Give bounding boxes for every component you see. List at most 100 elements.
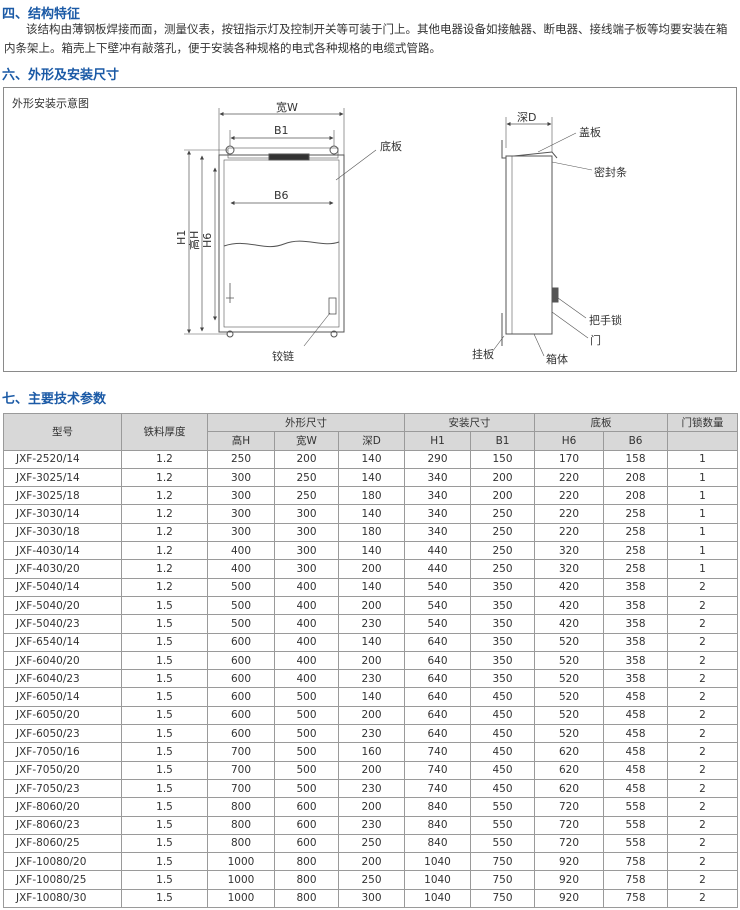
table-cell: 140	[337, 504, 406, 524]
table-cell: 300	[207, 467, 275, 488]
table-cell: 200	[337, 559, 406, 579]
table-cell: 500	[274, 760, 339, 780]
table-cell: 758	[603, 888, 669, 909]
table-cell: 1040	[404, 888, 472, 909]
table-cell: 258	[603, 522, 669, 543]
table-cell: 340	[404, 486, 472, 506]
table-cell: JXF-3025/18	[3, 486, 122, 506]
table-cell: 300	[207, 486, 275, 506]
table-cell: 358	[603, 632, 669, 652]
table-cell: 1000	[207, 888, 275, 909]
table-cell: 1.5	[121, 760, 208, 780]
table-cell: 500	[274, 724, 339, 744]
table-cell: 740	[404, 760, 472, 780]
table-cell: 550	[470, 815, 536, 835]
table-cell: 1.5	[121, 724, 208, 744]
table-cell: 1.5	[121, 632, 208, 652]
table-cell: 1	[667, 522, 739, 543]
table-cell: 840	[404, 833, 472, 854]
table-cell: 1040	[404, 852, 472, 872]
table-cell: 640	[404, 632, 472, 652]
table-cell: JXF-4030/14	[3, 541, 122, 561]
table-cell: JXF-3030/14	[3, 504, 122, 524]
table-cell: 350	[470, 650, 536, 671]
table-cell: 1.5	[121, 815, 208, 835]
table-cell: 600	[274, 797, 339, 817]
table-cell: 200	[337, 760, 406, 780]
table-cell: 458	[603, 742, 669, 762]
table-cell: 600	[207, 724, 275, 744]
table-cell: 230	[337, 614, 406, 634]
table-cell: 440	[404, 541, 472, 561]
table-cell: 300	[207, 522, 275, 543]
table-cell: 500	[274, 705, 339, 726]
header-locks: 门锁数量	[667, 412, 739, 433]
table-cell: 520	[534, 669, 605, 689]
table-cell: 2	[667, 742, 739, 762]
table-cell: 1.5	[121, 833, 208, 854]
table-cell: 350	[470, 632, 536, 652]
table-cell: 300	[337, 888, 406, 909]
table-cell: 2	[667, 760, 739, 780]
table-cell: 2	[667, 815, 739, 835]
label-depth: 深D	[517, 111, 536, 124]
label-cover: 盖板	[579, 125, 601, 139]
label-hinge: 铰链	[272, 349, 294, 363]
table-cell: 230	[337, 724, 406, 744]
table-cell: 1.5	[121, 669, 208, 689]
structure-description: 该结构由薄钢板焊接而面，测量仪表，按钮指示灯及控制开关等可装于门上。其他电器设备…	[4, 22, 728, 55]
table-cell: 2	[667, 614, 739, 634]
table-cell: 840	[404, 797, 472, 817]
table-cell: 458	[603, 687, 669, 707]
table-cell: 600	[207, 705, 275, 726]
table-cell: 140	[337, 541, 406, 561]
table-cell: 2	[667, 669, 739, 689]
table-cell: JXF-2520/14	[3, 449, 122, 469]
table-cell: 300	[274, 541, 339, 561]
table-cell: 558	[603, 815, 669, 835]
table-cell: 550	[470, 833, 536, 854]
table-cell: 1	[667, 559, 739, 579]
table-cell: 250	[470, 541, 536, 561]
table-cell: 220	[534, 467, 605, 488]
table-cell: 558	[603, 797, 669, 817]
table-cell: 290	[404, 449, 472, 469]
table-cell: 1.2	[121, 559, 208, 579]
table-cell: 150	[470, 449, 536, 469]
table-cell: 2	[667, 705, 739, 726]
table-cell: JXF-7050/20	[3, 760, 122, 780]
table-cell: JXF-4030/20	[3, 559, 122, 579]
header-H: 高H	[207, 431, 275, 451]
table-cell: 340	[404, 467, 472, 488]
table-cell: JXF-6050/14	[3, 687, 122, 707]
label-height: 高H	[187, 231, 201, 250]
table-cell: 500	[274, 687, 339, 707]
table-cell: 450	[470, 705, 536, 726]
table-cell: JXF-3025/14	[3, 467, 122, 488]
table-cell: 920	[534, 870, 605, 890]
side-box-outline	[505, 155, 553, 335]
handle-lock-mark	[552, 287, 559, 303]
table-cell: 500	[274, 778, 339, 799]
label-width: 宽W	[276, 100, 298, 114]
table-cell: 1000	[207, 870, 275, 890]
table-cell: 208	[603, 486, 669, 506]
table-cell: 1.5	[121, 614, 208, 634]
table-cell: 200	[337, 595, 406, 616]
table-cell: 800	[207, 833, 275, 854]
table-cell: 2	[667, 833, 739, 854]
header-B1: B1	[470, 431, 536, 451]
table-cell: 450	[470, 760, 536, 780]
table-cell: 440	[404, 559, 472, 579]
table-cell: 600	[207, 650, 275, 671]
table-cell: 140	[337, 632, 406, 652]
table-cell: 400	[274, 577, 339, 597]
table-cell: 200	[470, 467, 536, 488]
table-cell: 1	[667, 504, 739, 524]
